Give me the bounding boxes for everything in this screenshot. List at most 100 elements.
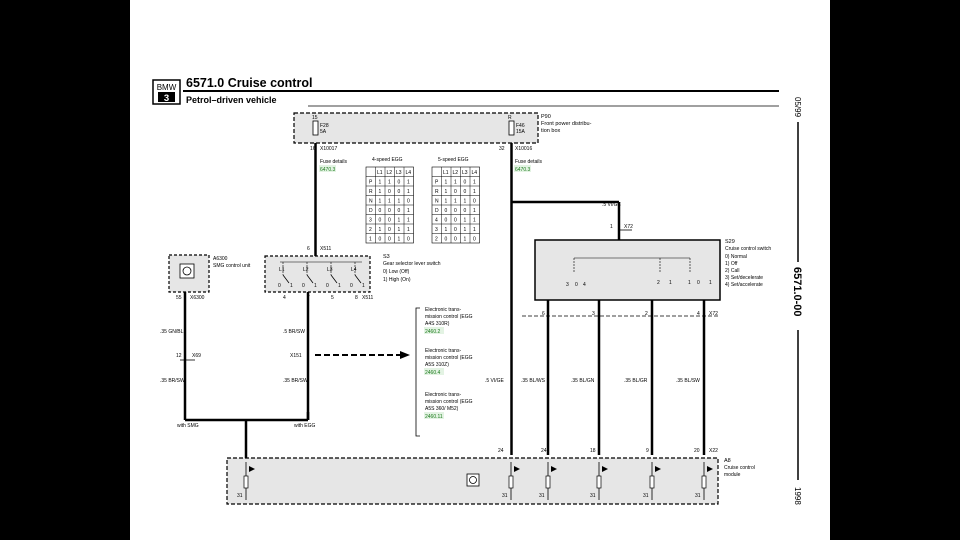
table-cell: 1 — [445, 199, 448, 205]
table-cell: 1 — [464, 237, 467, 243]
table-cell: 1 — [398, 237, 401, 243]
table-cell: 3 — [435, 227, 438, 233]
svg-text:S3: S3 — [383, 254, 390, 260]
svg-text:0: 0 — [697, 280, 700, 286]
resistor-icon — [545, 475, 551, 489]
signal-arrow-icon — [551, 466, 557, 472]
svg-text:5A: 5A — [320, 129, 327, 135]
svg-text:Fuse details: Fuse details — [515, 159, 542, 165]
svg-text:.35 BL/SW: .35 BL/SW — [676, 378, 700, 384]
svg-text:6: 6 — [542, 311, 545, 317]
svg-text:3: 3 — [566, 282, 569, 288]
svg-text:.35 BL/GN: .35 BL/GN — [571, 378, 595, 384]
svg-text:.35 BR/SW: .35 BR/SW — [160, 378, 185, 384]
table-cell: 1 — [379, 199, 382, 205]
svg-text:A5S 310Z): A5S 310Z) — [425, 362, 449, 368]
contact-label: 0 — [350, 283, 353, 289]
egg-references: Electronic trans-mission control (EGGA4S… — [415, 307, 473, 437]
table-cell: 0 — [445, 237, 448, 243]
table-cell: 0 — [388, 218, 391, 224]
table-cell: R — [369, 189, 373, 195]
svg-text:X10017: X10017 — [320, 146, 337, 152]
switch-label: L1 — [279, 267, 285, 273]
switch-contact — [282, 274, 290, 284]
egg-ref-link[interactable]: 2460.4 — [425, 370, 441, 376]
p90-box: P90 Front power distribu- tion box 15 F2… — [293, 112, 592, 173]
resistor-icon — [649, 475, 655, 489]
egg-ref-link[interactable]: 2460.2 — [425, 329, 441, 335]
table-cell: 1 — [379, 227, 382, 233]
table-cell: 0 — [464, 180, 467, 186]
svg-text:X69: X69 — [192, 353, 201, 359]
svg-text:.35 GN/BL: .35 GN/BL — [160, 329, 184, 335]
a6300-unit: A6300 SMG control unit 55 X6300 — [168, 254, 251, 301]
table-cell: 2 — [369, 227, 372, 233]
svg-text:mission control (EGG: mission control (EGG — [425, 399, 473, 405]
switch-contact — [306, 274, 314, 284]
svg-text:24: 24 — [498, 448, 504, 454]
svg-text:X151: X151 — [290, 353, 302, 359]
table-cell: 1 — [398, 218, 401, 224]
contact-label: 0 — [302, 283, 305, 289]
contact-label: 0 — [278, 283, 281, 289]
table-cell: 0 — [388, 237, 391, 243]
p90-label: P90 — [541, 114, 551, 120]
svg-text:.35 BR/SW: .35 BR/SW — [283, 378, 308, 384]
wires — [183, 143, 706, 458]
ecu-icon — [182, 266, 192, 276]
svg-text:X22: X22 — [709, 448, 718, 454]
table-cell: 2 — [435, 237, 438, 243]
table-cell: 1 — [407, 227, 410, 233]
svg-text:15: 15 — [312, 115, 318, 121]
svg-text:.5 VI/GE: .5 VI/GE — [485, 378, 505, 384]
right-wire-labels: .5 VI/GE .35 BL/WS .35 BL/GN .35 BL/GR .… — [485, 378, 700, 384]
svg-text:S29: S29 — [725, 239, 735, 245]
switch-state: 2) Call — [725, 268, 739, 274]
ground-pin: 31 — [237, 493, 243, 499]
svg-text:X72: X72 — [709, 311, 718, 317]
table-cell: 0 — [445, 218, 448, 224]
ground-pin: 31 — [539, 493, 545, 499]
svg-text:9: 9 — [646, 448, 649, 454]
table-cell: D — [435, 208, 439, 214]
table-cell: 1 — [473, 218, 476, 224]
module-icon — [469, 476, 477, 484]
table-header-cell: L4 — [406, 170, 412, 176]
svg-text:A5S 360/ M52): A5S 360/ M52) — [425, 406, 459, 412]
svg-text:Electronic trans-: Electronic trans- — [425, 392, 461, 398]
header: BMW 3 6571.0 Cruise control Petrol–drive… — [152, 76, 779, 107]
table-cell: P — [435, 180, 439, 186]
switch-label: L4 — [351, 267, 357, 273]
logo-bottom-bg — [158, 92, 175, 102]
table-cell: 1 — [473, 208, 476, 214]
egg-ref-link[interactable]: 2460.11 — [425, 414, 443, 420]
svg-text:X72: X72 — [624, 224, 633, 230]
table-cell: N — [369, 199, 373, 205]
contact-label: 1 — [290, 283, 293, 289]
fuse-ref-link-1[interactable]: 6470.3 — [320, 167, 336, 173]
table-cell: N — [435, 199, 439, 205]
svg-text:4: 4 — [583, 282, 586, 288]
svg-text:Cruise control switch: Cruise control switch — [725, 246, 771, 252]
svg-text:16: 16 — [310, 146, 316, 152]
arrow-right-icon — [400, 351, 410, 359]
table-cell: 0 — [473, 237, 476, 243]
table-cell: 0 — [388, 189, 391, 195]
fuse-ref-link-2[interactable]: 6470.3 — [515, 167, 531, 173]
table-cell: 1 — [473, 180, 476, 186]
table-header-cell: L3 — [396, 170, 402, 176]
svg-text:A8: A8 — [724, 458, 731, 464]
left-wire-labels: .35 GN/BL 12 X69 .35 BR/SW with SMG .5 B… — [160, 329, 316, 429]
svg-text:X6300: X6300 — [190, 295, 205, 301]
table-cell: 1 — [454, 199, 457, 205]
svg-text:X10016: X10016 — [515, 146, 532, 152]
svg-text:F28: F28 — [320, 123, 329, 129]
table-header-cell: L4 — [472, 170, 478, 176]
svg-text:module: module — [724, 472, 741, 478]
table-cell: 0 — [407, 237, 410, 243]
switch-contact — [330, 274, 338, 284]
switch-state: 4) Set/accelerate — [725, 282, 763, 288]
svg-text:tion box: tion box — [541, 128, 561, 134]
svg-text:A6300: A6300 — [213, 256, 228, 262]
side-labels: 05/99 6571.0-00 1998 — [791, 97, 803, 505]
